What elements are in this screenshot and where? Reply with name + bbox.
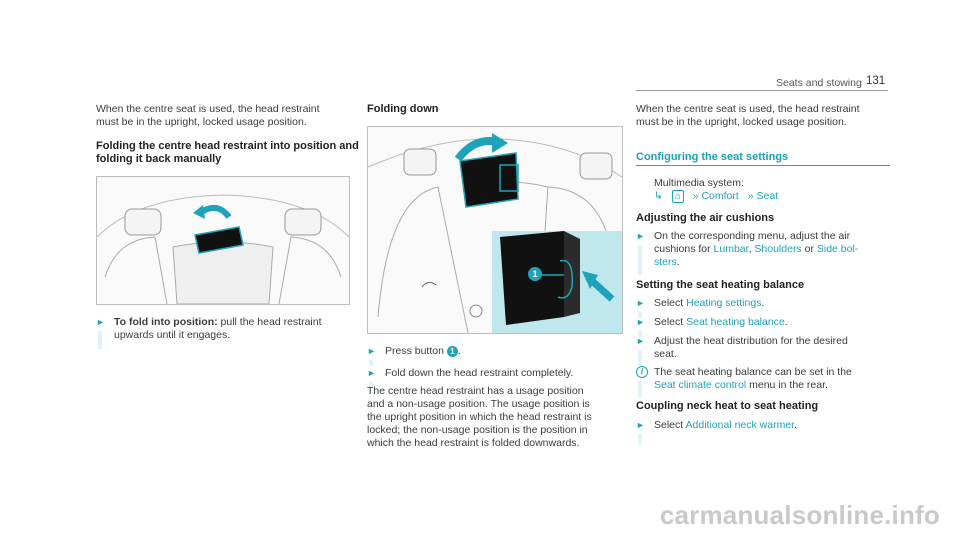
nav-path: ↳ ⌂ » Comfort » Seat (654, 190, 778, 203)
option-side-bolsters[interactable]: sters (654, 256, 677, 268)
text: Select (654, 297, 687, 309)
step-arrow-icon: ► (636, 298, 645, 308)
home-icon[interactable]: ⌂ (671, 190, 684, 203)
option-side-bolsters[interactable]: Side bol- (816, 243, 859, 255)
step-text-line2: upwards until it engages. (114, 329, 231, 341)
step-heating-settings: ► Select Heating settings. (636, 297, 890, 318)
head-restraint-illustration (96, 176, 350, 305)
para-line: which the head restraint is folded downw… (367, 437, 580, 449)
step-arrow-icon: ► (367, 368, 376, 378)
step-bar (98, 331, 102, 349)
page-number: 131 (866, 75, 886, 87)
info-icon: i (636, 366, 648, 378)
step-text: Select Heating settings. (654, 297, 764, 310)
step-arrow-icon: ► (367, 346, 376, 356)
step-bar (638, 245, 642, 275)
nav-return-icon: ↳ (654, 190, 663, 202)
text: . (794, 419, 798, 431)
intro-line: must be in the upright, locked usage pos… (96, 116, 307, 128)
step-fold-into-position: ► To fold into position: pull the head r… (96, 316, 350, 349)
step-text-line2: cushions for Lumbar, Shoulders or Side b… (654, 243, 858, 256)
watermark: carmanualsonline.info (659, 500, 940, 530)
text: menu in the rear. (746, 379, 828, 391)
button-badge: 1 (446, 345, 458, 357)
step-bar (638, 350, 642, 366)
menu-additional-neck-warmer[interactable]: Additional neck warmer (685, 419, 795, 431)
para-line: locked; the non-usage position is the po… (367, 424, 588, 436)
nav-seat[interactable]: Seat (756, 190, 779, 202)
menu-seat-heating-balance[interactable]: Seat heating balance (686, 316, 785, 328)
intro-line: must be in the upright, locked usage pos… (636, 116, 847, 128)
step-bar (369, 382, 373, 388)
option-lumbar[interactable]: Lumbar (713, 243, 749, 255)
para-line: the upright position in which the head r… (367, 411, 592, 423)
info-bar (638, 381, 642, 397)
step-text: Select Seat heating balance. (654, 316, 788, 329)
section-heading: Folding the centre head restraint into p… (96, 140, 359, 152)
info-text-line2: Seat climate control menu in the rear. (654, 379, 828, 392)
section-title: Configuring the seat settings (636, 151, 789, 163)
step-text-line3: sters. (654, 256, 680, 269)
rear-seat-drawing (97, 194, 349, 304)
subheading: Setting the seat heating balance (636, 279, 805, 291)
menu-heating-settings[interactable]: Heating settings (686, 297, 762, 309)
step-fold-down: ► Fold down the head restraint completel… (367, 367, 621, 388)
nav-comfort[interactable]: Comfort (701, 190, 739, 202)
running-header: Seats and stowing (776, 77, 862, 89)
step-arrow-icon: ► (636, 317, 645, 327)
step-text: To fold into position: pull the head res… (114, 316, 322, 329)
multimedia-label: Multimedia system: (654, 177, 744, 189)
subheading: Coupling neck heat to seat heating (636, 400, 819, 412)
step-arrow-icon: ► (636, 336, 645, 346)
text: . (676, 256, 680, 268)
chevron-right-icon: » (692, 190, 699, 202)
text: cushions for (654, 243, 714, 255)
callout-badge: 1 (528, 267, 542, 281)
subheading: Adjusting the air cushions (636, 212, 775, 224)
step-text-line2: seat. (654, 348, 677, 360)
step-bar (638, 331, 642, 337)
step-bar (638, 312, 642, 318)
text: , (748, 243, 755, 255)
step-arrow-icon: ► (636, 420, 645, 430)
step-text: Press button 1. (385, 345, 461, 358)
text: . (761, 297, 765, 309)
step-text: Adjust the heat distribution for the des… (654, 335, 848, 347)
info-text: The seat heating balance can be set in t… (654, 366, 852, 378)
step-press-button: ► Press button 1. (367, 345, 621, 366)
section-heading: folding it back manually (96, 153, 222, 165)
option-shoulders[interactable]: Shoulders (754, 243, 802, 255)
text: Select (654, 316, 687, 328)
rear-seat-fold-drawing (368, 133, 622, 333)
step-text-post: . (457, 345, 461, 357)
step-text: Select Additional neck warmer. (654, 419, 797, 432)
step-seat-heating-balance: ► Select Seat heating balance. (636, 316, 890, 337)
text: . (784, 316, 788, 328)
text: or (801, 243, 817, 255)
section-heading: Folding down (367, 103, 439, 115)
step-bar (638, 434, 642, 444)
chevron-right-icon: » (747, 190, 754, 202)
step-neck-warmer: ► Select Additional neck warmer. (636, 419, 890, 444)
section-rule (636, 165, 890, 166)
step-text: On the corresponding menu, adjust the ai… (654, 230, 851, 242)
intro-line: When the centre seat is used, the head r… (636, 103, 860, 115)
menu-seat-climate-control[interactable]: Seat climate control (654, 379, 747, 391)
step-text: Fold down the head restraint completely. (385, 367, 574, 379)
para-line: The centre head restraint has a usage po… (367, 385, 584, 397)
info-note: i The seat heating balance can be set in… (636, 366, 890, 397)
step-arrow-icon: ► (96, 317, 105, 327)
step-adjust-heat: ► Adjust the heat distribution for the d… (636, 335, 890, 366)
step-rest: pull the head restraint (217, 316, 322, 328)
para-line: and a non-usage position. The usage posi… (367, 398, 590, 410)
step-text-pre: Press button (385, 345, 447, 357)
intro-line: When the centre seat is used, the head r… (96, 103, 320, 115)
step-air-cushions: ► On the corresponding menu, adjust the … (636, 230, 890, 275)
text: Select (654, 419, 686, 431)
header-rule (636, 90, 888, 91)
step-arrow-icon: ► (636, 231, 645, 241)
step-bar (369, 360, 373, 366)
folding-down-illustration: 1 (367, 126, 623, 334)
step-label: To fold into position: (114, 316, 218, 328)
